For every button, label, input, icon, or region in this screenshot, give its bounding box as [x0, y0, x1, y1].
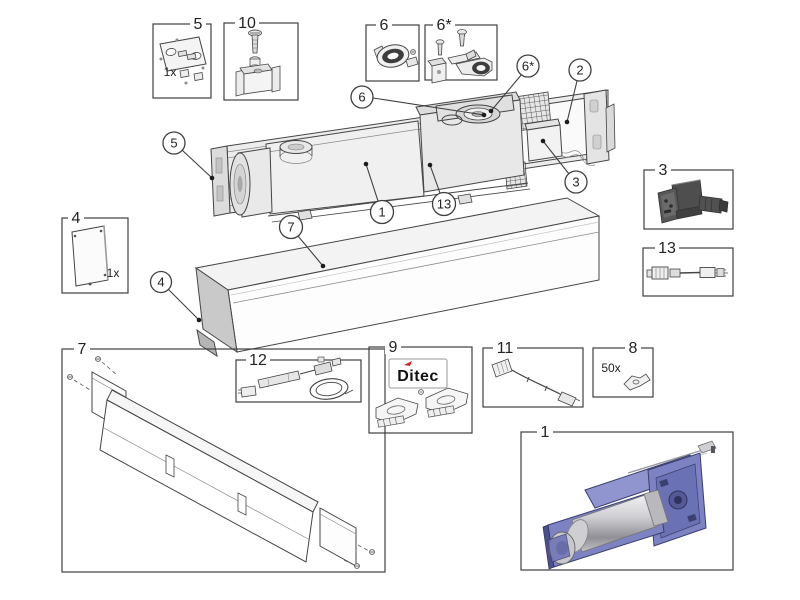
adapter-cable-drawing: [491, 358, 581, 407]
panel-8-quantity: 50x: [601, 361, 620, 375]
callout-4: 4: [149, 270, 173, 294]
panel-8-label: 8: [629, 340, 638, 357]
callout-5: 5: [162, 131, 186, 155]
stop-block-screw-drawing: [235, 29, 281, 97]
clamp-ring-drawing: [373, 44, 419, 68]
callout-5-number: 5: [170, 136, 177, 151]
callout-13-number: 13: [437, 197, 451, 212]
small-clip-drawing: [623, 373, 651, 391]
panel-1-label: 1: [541, 424, 550, 441]
callout-1-number: 1: [378, 205, 385, 220]
panel-5: 5 1x: [152, 16, 212, 99]
callout-2-number: 2: [576, 63, 583, 78]
panel-5-label: 5: [194, 16, 203, 33]
power-plug-drawing: [657, 179, 729, 224]
main-operator-assembly-drawing: [210, 89, 616, 223]
panel-12: 12: [235, 352, 362, 403]
panel-1: 1: [520, 424, 734, 571]
jumper-cable-drawing: [646, 266, 728, 280]
panel-11-label: 11: [497, 340, 514, 357]
ditec-logo-plate: Ditec: [388, 358, 448, 389]
callout-4-number: 4: [157, 275, 164, 290]
callout-3-number: 3: [572, 175, 579, 190]
panel-4-quantity: 1x: [107, 266, 120, 280]
callout-7: 7: [278, 214, 304, 240]
panel-5-quantity: 1x: [164, 65, 177, 79]
clamp-kit-drawing: [427, 29, 493, 84]
callout-2: 2: [568, 58, 592, 82]
panel-9: 9 Ditec: [368, 339, 473, 434]
panel-7: 7: [61, 341, 386, 573]
mounting-plate-drawing: [159, 36, 207, 85]
panel-9-label: 9: [389, 339, 398, 356]
panel-3: 3: [643, 162, 734, 230]
callout-6-star-number: 6*: [522, 59, 534, 74]
panel-8: 8 50x: [592, 340, 654, 398]
callout-6: 6: [350, 85, 374, 109]
ditec-red-accent: [404, 361, 412, 366]
motor-unit-drawing: [542, 440, 717, 570]
end-plate-drawing: [71, 225, 109, 287]
cover-beam-drawing: [194, 197, 601, 358]
panel-10: 10: [223, 15, 299, 101]
callout-6-number: 6: [358, 90, 365, 105]
panel-12-label: 12: [249, 352, 267, 369]
callout-13: 13: [431, 191, 457, 217]
panel-6-star-label: 6*: [436, 17, 451, 34]
cover-with-end-caps-drawing: [67, 356, 375, 569]
callout-7-number: 7: [287, 220, 294, 235]
callout-3: 3: [564, 170, 588, 194]
rail-right-end-cap: [583, 89, 616, 165]
motor-body: [229, 120, 425, 218]
callouts: 5 6 6* 2 3 1 13 7 4: [149, 54, 592, 323]
panel-4: 4 1x: [61, 210, 129, 294]
callout-1: 1: [369, 199, 395, 225]
rail-left-end-plate: [210, 145, 231, 217]
panel-7-label: 7: [78, 341, 87, 358]
panel-10-label: 10: [238, 15, 256, 32]
panel-3-label: 3: [659, 162, 668, 179]
panel-6-star: 6*: [424, 17, 498, 84]
callout-6-star: 6*: [516, 54, 540, 78]
panel-4-label: 4: [72, 210, 81, 227]
panel-13-label: 13: [658, 240, 676, 257]
panel-6-label: 6: [380, 17, 389, 34]
ditec-brand-text: Ditec: [397, 368, 439, 385]
panel-13: 13: [642, 240, 734, 297]
base-tray: [267, 182, 531, 223]
cover-clips-drawing: [375, 387, 469, 428]
release-cable-drawing: [238, 356, 354, 400]
panel-11: 11: [482, 340, 584, 408]
panel-6: 6: [365, 17, 420, 82]
